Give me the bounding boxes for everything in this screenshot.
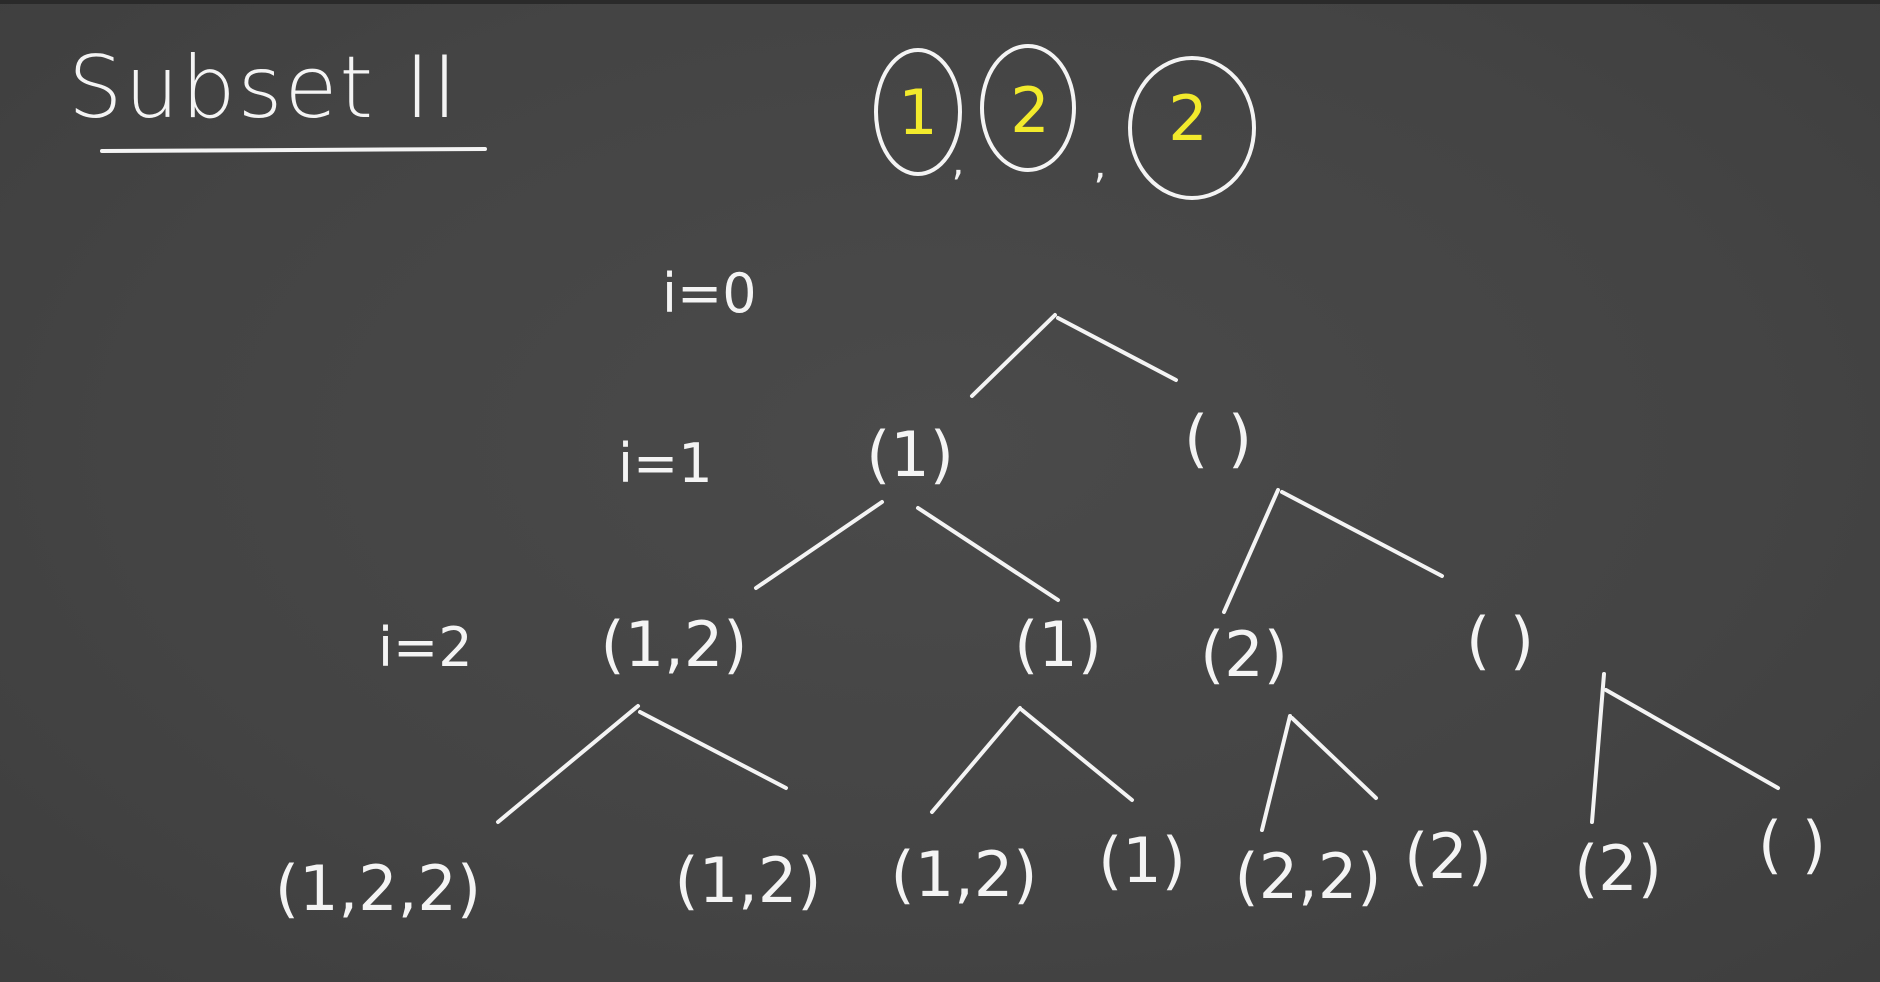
input-array: 1 , 2 , 2: [874, 44, 1256, 200]
tree-edge: [1290, 716, 1378, 800]
level-label: i=1: [618, 432, 713, 495]
tree-edges: [496, 313, 1780, 832]
tree-leaf: (2): [1404, 820, 1492, 893]
tree-edge: [1222, 488, 1280, 614]
top-border: [0, 0, 1880, 4]
tree-edge: [496, 704, 640, 824]
title: Subset II: [68, 38, 459, 138]
tree-node: (2): [1200, 618, 1288, 691]
title-underline: [100, 147, 487, 153]
tree-edge: [1590, 672, 1606, 824]
tree-node: (1): [1014, 608, 1102, 681]
tree-edge: [916, 506, 1060, 602]
array-separator: ,: [952, 139, 965, 185]
tree-edge: [1056, 316, 1178, 382]
tree-leaf: (1,2): [891, 838, 1038, 911]
tree-edge: [970, 313, 1057, 398]
array-element: 1: [898, 76, 937, 149]
tree-leaf: ( ): [1758, 808, 1826, 881]
array-element-circle: [1128, 56, 1256, 200]
array-element-circle: [980, 44, 1076, 172]
tree-leaf: (2,2): [1235, 840, 1382, 913]
tree-node: (1,2): [601, 608, 748, 681]
tree-edge: [930, 706, 1022, 814]
tree-node: ( ): [1466, 604, 1534, 677]
tree-edge: [1020, 708, 1134, 802]
tree-edge: [1260, 714, 1292, 832]
tree-leaf: (1,2,2): [275, 852, 481, 925]
tree-edge: [1604, 688, 1780, 790]
tree-leaf: (2): [1574, 832, 1662, 905]
tree-leaf: (1,2): [675, 844, 822, 917]
tree-edge: [754, 500, 884, 590]
array-element: 2: [1010, 74, 1049, 147]
tree-edge: [1280, 490, 1444, 578]
array-element-circle: [874, 48, 962, 176]
tree-leaf: (1): [1098, 824, 1186, 897]
array-element: 2: [1168, 82, 1207, 155]
tree-node: ( ): [1184, 402, 1252, 475]
tree-node: (1): [866, 418, 954, 491]
level-label: i=0: [662, 262, 757, 325]
array-separator: ,: [1094, 142, 1107, 188]
tree-edge: [638, 710, 788, 790]
level-label: i=2: [378, 616, 473, 679]
